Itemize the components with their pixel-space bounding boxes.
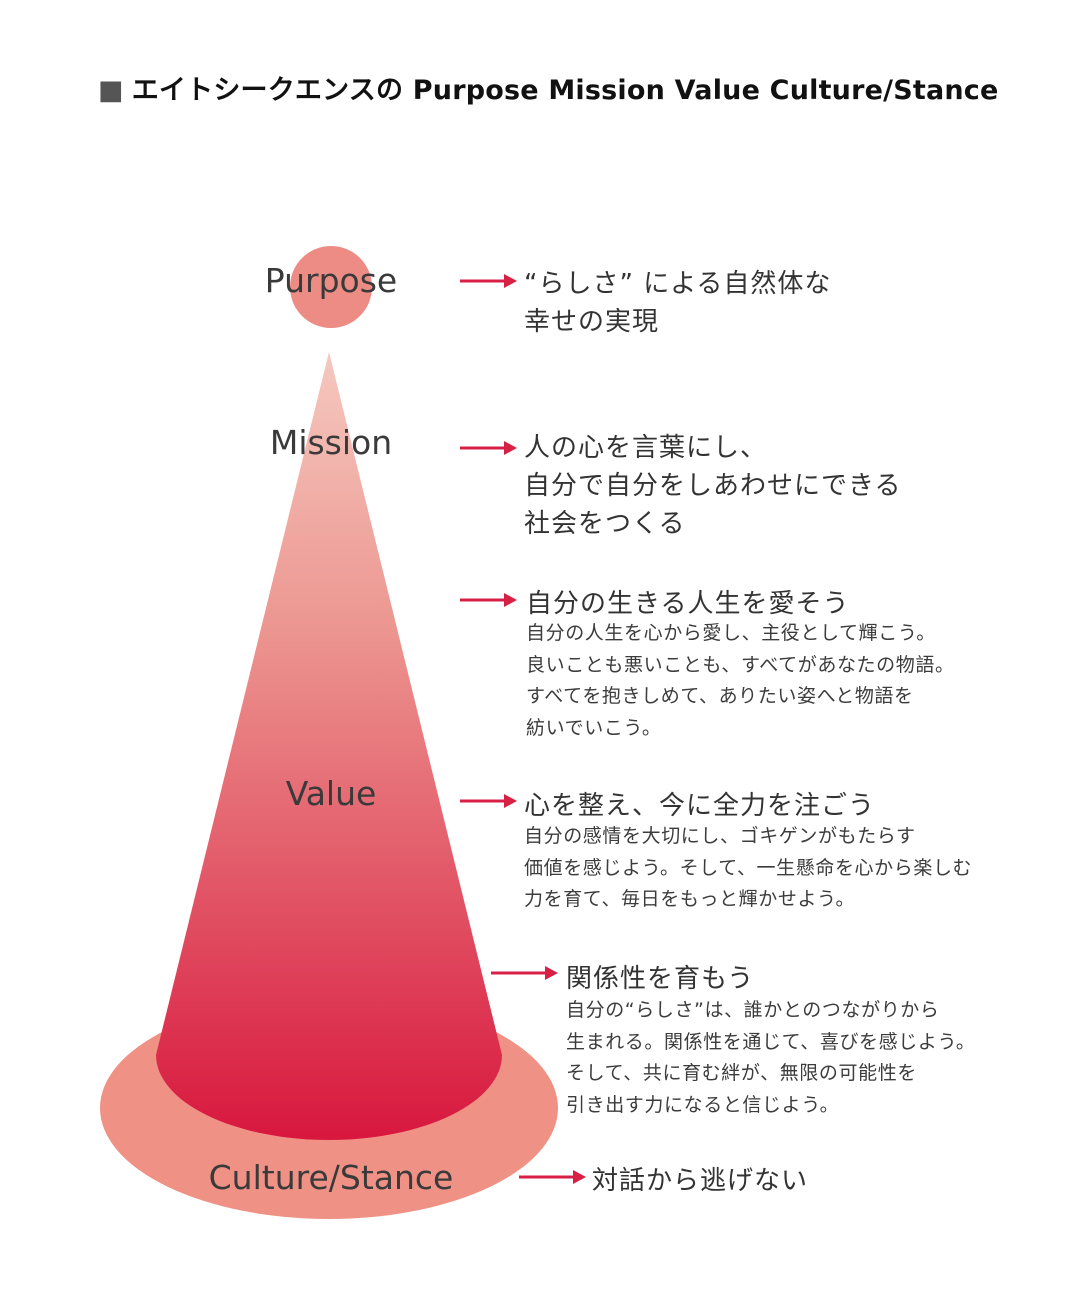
- mission-line: 人の心を言葉にし、: [524, 433, 768, 463]
- title-text: エイトシークエンスの Purpose Mission Value Culture…: [131, 75, 999, 106]
- value1-arrow-icon: [460, 593, 517, 607]
- purpose-statement: “らしさ” による自然体な 幸せの実現: [524, 265, 831, 341]
- purpose-line: “らしさ” による自然体な: [524, 269, 832, 299]
- purpose-arrow-icon: [460, 274, 517, 288]
- mission-line: 自分で自分をしあわせにできる: [524, 471, 902, 501]
- culture-arrow-icon: [519, 1170, 586, 1184]
- value1-line: 紡いでいこう。: [526, 716, 662, 739]
- purpose-line: 幸せの実現: [524, 307, 660, 337]
- purpose-circle: [290, 246, 372, 328]
- value3-line: そして、共に育む絆が、無限の可能性を: [566, 1062, 917, 1084]
- value3-line: 生まれる。関係性を通じて、喜びを感じよう。: [566, 1030, 976, 1053]
- value3-description: 自分の“らしさ”は、誰かとのつながりから 生まれる。関係性を通じて、喜びを感じよ…: [566, 995, 976, 1121]
- value1-description: 自分の人生を心から愛し、主役として輝こう。 良いことも悪いことも、すべてがあなた…: [526, 618, 955, 744]
- value3-line: 自分の“らしさ”は、誰かとのつながりから: [566, 999, 940, 1021]
- value1-line: 良いことも悪いことも、すべてがあなたの物語。: [526, 653, 955, 676]
- value3-heading: 関係性を育もう: [566, 964, 755, 994]
- value3-arrow-icon: [491, 966, 558, 980]
- value2-line: 力を育て、毎日をもっと輝かせよう。: [524, 888, 856, 910]
- mission-statement: 人の心を言葉にし、 自分で自分をしあわせにできる 社会をつくる: [524, 429, 901, 543]
- mission-line: 社会をつくる: [524, 509, 686, 539]
- purpose-label: Purpose: [264, 261, 398, 300]
- page-title: ■エイトシークエンスの Purpose Mission Value Cultur…: [98, 68, 999, 107]
- mission-label: Mission: [269, 423, 393, 462]
- value2-line: 自分の感情を大切にし、ゴキゲンがもたらす: [524, 825, 916, 847]
- value1-heading: 自分の生きる人生を愛そう: [526, 589, 850, 619]
- value1-line: すべてを抱きしめて、ありたい姿へと物語を: [526, 685, 914, 707]
- mission-arrow-icon: [460, 441, 517, 455]
- value1-line: 自分の人生を心から愛し、主役として輝こう。: [526, 622, 936, 644]
- value2-arrow-icon: [460, 794, 517, 808]
- title-square-icon: ■: [98, 75, 124, 106]
- value3-line: 引き出す力になると信じよう。: [566, 1093, 840, 1116]
- value2-line: 価値を感じよう。そして、一生懸命を心から楽しむ: [524, 856, 973, 879]
- value2-heading: 心を整え、今に全力を注ごう: [524, 791, 876, 821]
- culture-label: Culture/Stance: [208, 1158, 454, 1197]
- value-label: Value: [285, 774, 377, 813]
- culture-heading: 対話から逃げない: [592, 1166, 809, 1196]
- value-cone: [156, 352, 502, 1140]
- value2-description: 自分の感情を大切にし、ゴキゲンがもたらす 価値を感じよう。そして、一生懸命を心か…: [524, 821, 972, 916]
